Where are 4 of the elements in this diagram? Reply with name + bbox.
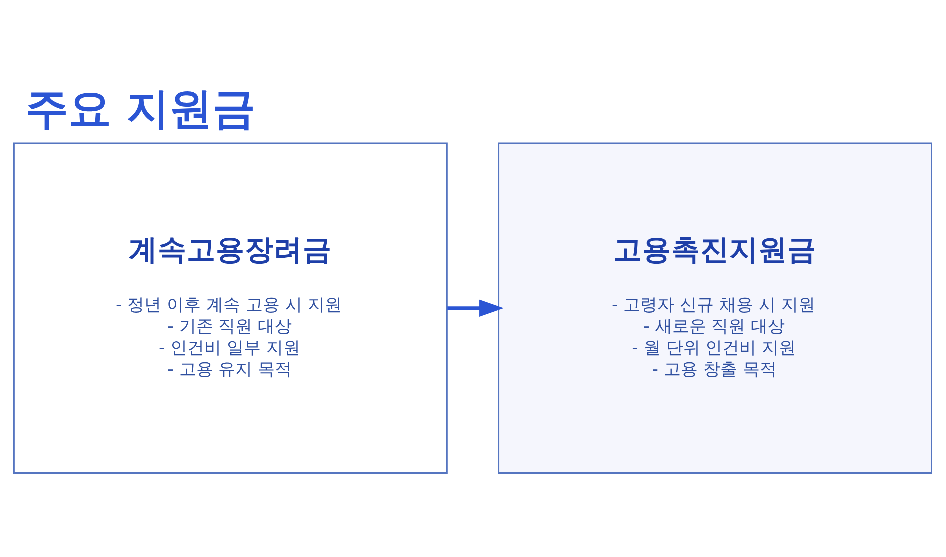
diagram-title: 주요 지원금 — [26, 84, 256, 134]
arrow — [448, 299, 504, 316]
node-box: 고용촉진지원금 - 고령자 신규 채용 시 지원 - 새로운 직원 대상 - 월 단위 인건비 지원 - 고용 창출 목적 — [498, 142, 932, 474]
node-box: 계속고용장려금 - 정년 이후 계속 고용 시 지원 - 기존 직원 대상 - 인건비 일부 지원 - 고용 유지 목적 — [14, 142, 448, 474]
